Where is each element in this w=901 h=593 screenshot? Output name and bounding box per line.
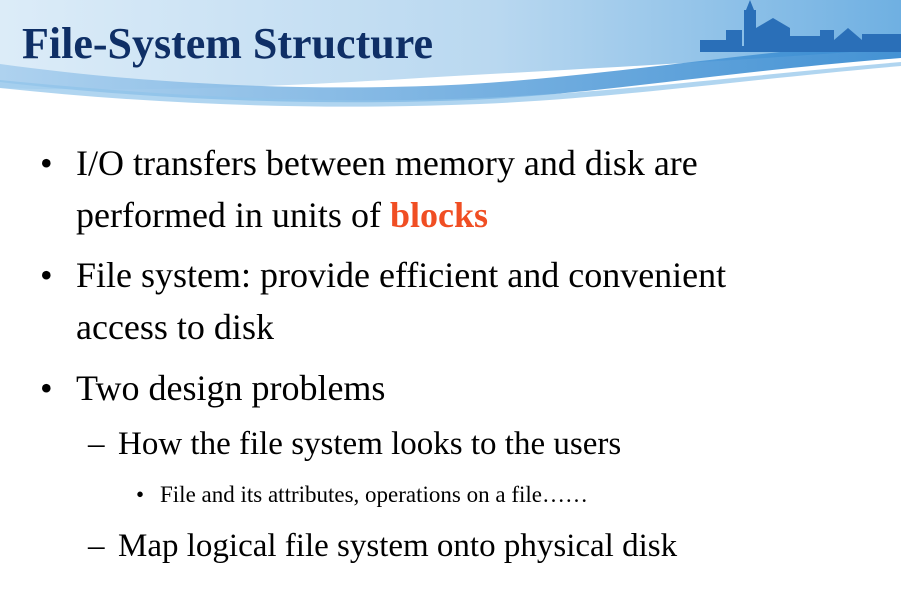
bullet-3-line-1: Two design problems	[76, 368, 386, 408]
bullet-2-line-1: File system: provide efficient and conve…	[76, 255, 727, 295]
bullet-marker: •	[40, 143, 53, 183]
sub-item-1: How the file system looks to the users	[118, 426, 622, 462]
skyline-silhouette	[700, 0, 901, 52]
bullet-2-line-2: access to disk	[76, 307, 274, 347]
bullet-1-line-2: performed in units of blocks	[76, 189, 488, 241]
bullet-1-line-2-text: performed in units of	[76, 195, 390, 235]
sub-item-2: Map logical file system onto physical di…	[118, 528, 678, 564]
sub-sub-item-1: File and its attributes, operations on a…	[160, 482, 588, 507]
bullet-marker: •	[40, 255, 53, 295]
bullet-1-line-1: I/O transfers between memory and disk ar…	[76, 143, 698, 183]
header-wave-banner	[0, 0, 901, 107]
small-bullet-marker: •	[136, 482, 145, 507]
bullet-marker: •	[40, 368, 53, 408]
dash-marker: –	[88, 426, 105, 462]
emphasized-term-blocks: blocks	[389, 195, 488, 235]
slide-title: File-System Structure	[22, 19, 433, 68]
dash-marker: –	[88, 528, 105, 564]
